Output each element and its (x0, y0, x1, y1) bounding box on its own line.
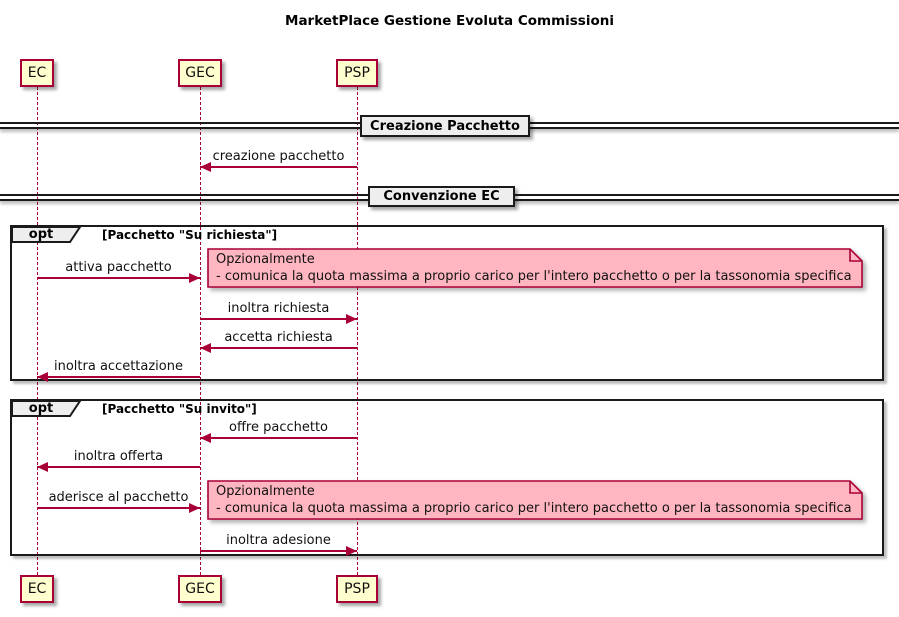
actor-label: GEC (185, 65, 215, 81)
note-opzionalmente-1: Opzionalmente - comunica la quota massim… (207, 248, 864, 289)
arrowhead-left-icon (200, 343, 211, 353)
arrowhead-right-icon (189, 503, 200, 513)
note-line-1: Opzionalmente (216, 252, 315, 267)
message-inoltra-richiesta: inoltra richiesta (200, 301, 357, 324)
actor-label: PSP (344, 581, 370, 597)
note-line-1: Opzionalmente (216, 484, 315, 499)
lifeline-gec (200, 87, 201, 575)
arrowhead-right-icon (346, 546, 357, 556)
message-label: inoltra accettazione (53, 359, 183, 374)
message-arrow (37, 462, 200, 472)
lifeline-psp (357, 87, 358, 575)
message-accetta-richiesta: accetta richiesta (200, 330, 357, 353)
message-creazione-pacchetto: creazione pacchetto (200, 149, 357, 172)
arrowhead-right-icon (346, 314, 357, 324)
message-arrow (37, 273, 200, 283)
message-arrow (200, 343, 357, 353)
divider-convenzione-ec: Convenzione EC (368, 186, 515, 207)
message-label: attiva pacchetto (65, 260, 172, 275)
opt-pentagon (12, 227, 82, 243)
actor-psp-bottom: PSP (336, 575, 378, 603)
message-arrow (200, 546, 357, 556)
arrowhead-left-icon (37, 462, 48, 472)
actor-ec-top: EC (20, 59, 54, 87)
message-arrow (37, 372, 200, 382)
note-shape-icon (207, 248, 863, 288)
message-arrow (37, 503, 200, 513)
opt-condition: [Pacchetto "Su invito"] (102, 402, 257, 416)
actor-gec-bottom: GEC (178, 575, 222, 603)
message-offre-pacchetto: offre pacchetto (200, 420, 357, 443)
lifeline-ec (37, 87, 38, 575)
message-label: inoltra offerta (73, 449, 164, 464)
diagram-title: MarketPlace Gestione Evoluta Commissioni (285, 13, 614, 29)
actor-label: EC (27, 581, 47, 597)
message-inoltra-adesione: inoltra adesione (200, 533, 357, 556)
arrowhead-left-icon (200, 433, 211, 443)
arrowhead-right-icon (189, 273, 200, 283)
message-arrow (200, 433, 357, 443)
message-label: inoltra adesione (226, 533, 331, 548)
message-arrow (200, 314, 357, 324)
message-label: accetta richiesta (224, 330, 333, 345)
actor-gec-top: GEC (178, 59, 222, 87)
message-attiva-pacchetto: attiva pacchetto (37, 260, 200, 283)
opt-frame-su-invito: opt [Pacchetto "Su invito"] (10, 399, 884, 556)
actor-label: GEC (185, 581, 215, 597)
actor-label: EC (27, 65, 47, 81)
note-shape-icon (207, 480, 863, 520)
opt-condition: [Pacchetto "Su richiesta"] (102, 228, 278, 242)
arrowhead-left-icon (37, 372, 48, 382)
divider-label: Convenzione EC (383, 189, 500, 204)
message-inoltra-accettazione: inoltra accettazione (37, 359, 200, 382)
note-opzionalmente-2: Opzionalmente - comunica la quota massim… (207, 480, 864, 521)
opt-keyword: opt (28, 227, 54, 242)
actor-ec-bottom: EC (20, 575, 54, 603)
actor-label: PSP (344, 65, 370, 81)
message-label: creazione pacchetto (212, 149, 345, 164)
note-line-2: - comunica la quota massima a proprio ca… (216, 501, 852, 516)
message-label: aderisce al pacchetto (48, 490, 189, 505)
note-line-2: - comunica la quota massima a proprio ca… (216, 269, 852, 284)
arrowhead-left-icon (200, 162, 211, 172)
divider-creazione-pacchetto: Creazione Pacchetto (360, 115, 530, 137)
actor-psp-top: PSP (336, 59, 378, 87)
message-label: offre pacchetto (229, 420, 328, 435)
opt-frame-su-richiesta: opt [Pacchetto "Su richiesta"] (10, 225, 884, 381)
message-arrow (200, 162, 357, 172)
divider-label: Creazione Pacchetto (370, 118, 520, 134)
opt-pentagon (12, 401, 82, 417)
message-label: inoltra richiesta (227, 301, 330, 316)
message-aderisce-al-pacchetto: aderisce al pacchetto (37, 490, 200, 513)
message-inoltra-offerta: inoltra offerta (37, 449, 200, 472)
opt-keyword: opt (28, 401, 54, 416)
